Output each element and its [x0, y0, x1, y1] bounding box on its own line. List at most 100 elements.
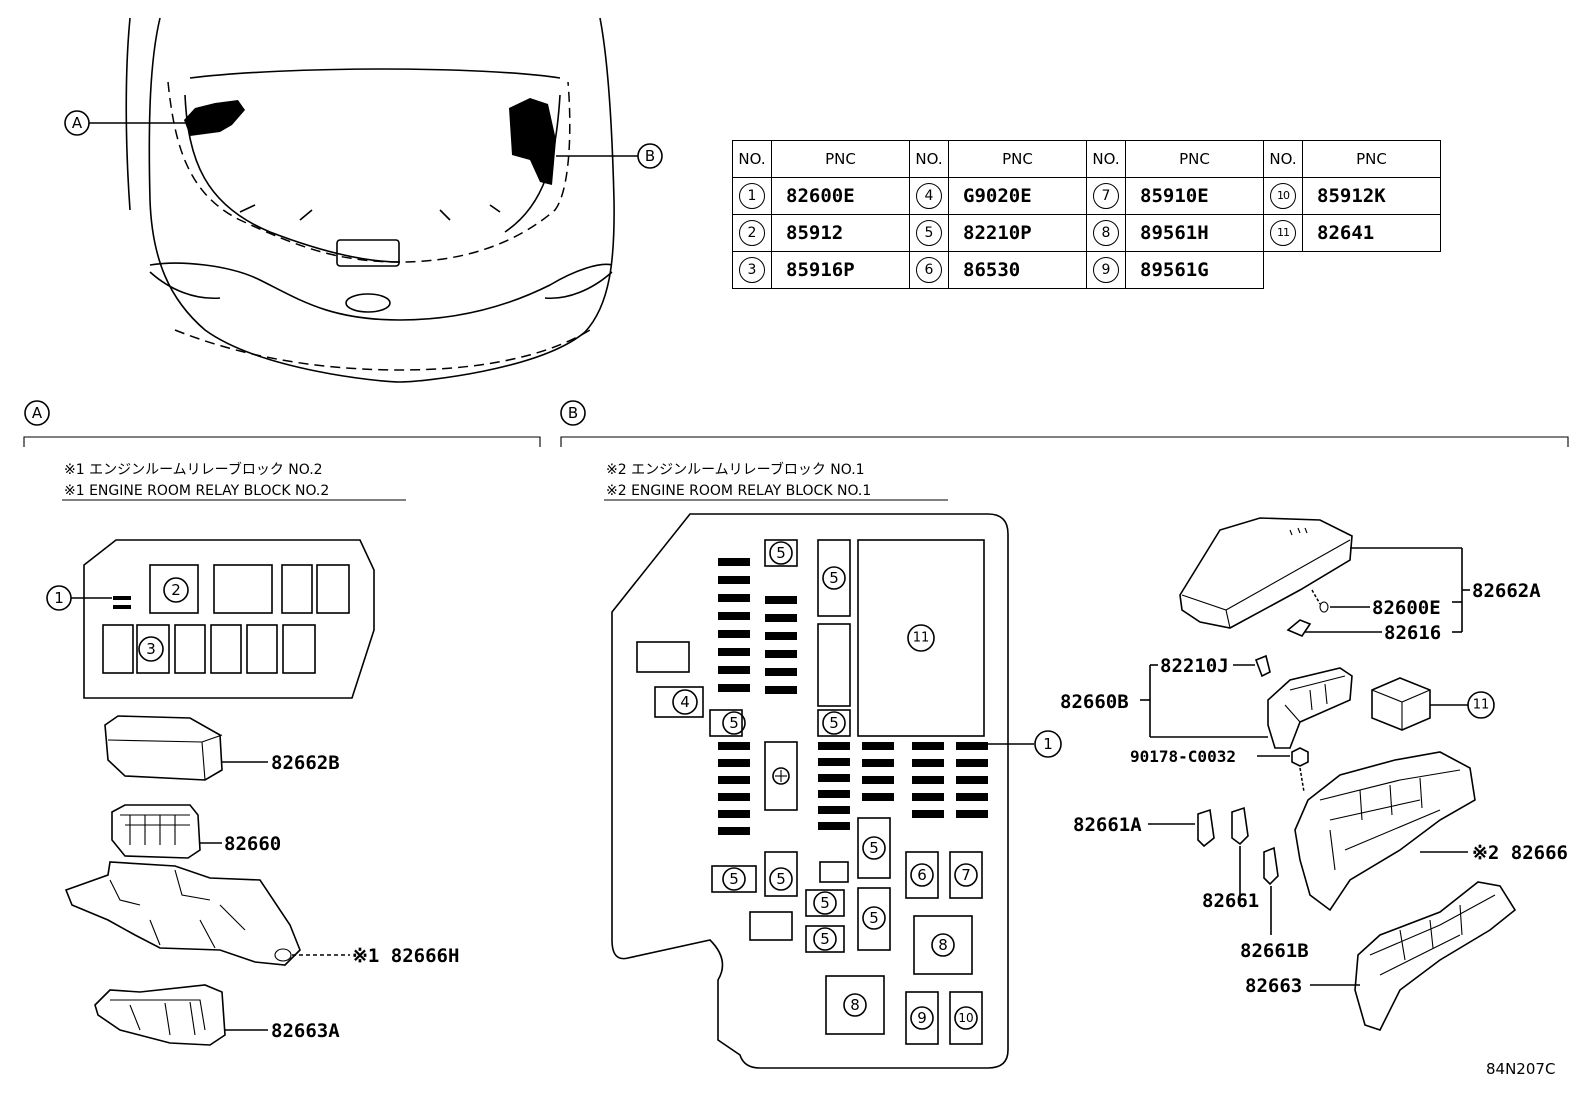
fuse-slot: [818, 806, 850, 814]
svg-text:5: 5: [729, 870, 739, 888]
svg-text:1: 1: [1043, 735, 1053, 753]
fuse-slot: [718, 648, 750, 656]
item-number: 1: [739, 183, 765, 209]
svg-text:11: 11: [1473, 698, 1490, 713]
part-82666: ※2 82666: [1294, 751, 1568, 912]
part-82661B: 82661B: [1240, 846, 1309, 962]
fuse-slot: [718, 810, 750, 818]
header-pnc: PNC: [1125, 140, 1264, 178]
fuse-slot: [956, 742, 988, 750]
table-row: 1 82600E 4 G9020E 7 85910E 10 85912K: [732, 177, 1441, 215]
part-82661A: 82661A: [1073, 808, 1215, 848]
fuse-slots-right: [912, 742, 988, 818]
fuse-slot: [956, 776, 988, 784]
item-number: 9: [1093, 257, 1119, 283]
part-82662A: 82662A 82600E 82616: [1179, 517, 1541, 644]
fuse-slot: [818, 758, 850, 766]
pnc-table-header: NO. PNC NO. PNC NO. PNC NO. PNC: [732, 140, 1441, 178]
pnc-value: 85912K: [1302, 177, 1441, 215]
svg-text:82662B: 82662B: [271, 752, 340, 774]
svg-text:5: 5: [820, 894, 830, 912]
part-82663: 82663: [1245, 881, 1517, 1031]
pnc-value: 85916P: [771, 251, 910, 289]
fuse-slot: [718, 594, 750, 602]
svg-text:5: 5: [820, 930, 830, 948]
item-number: 4: [916, 183, 942, 209]
part-82666H: ※1 82666H: [64, 861, 459, 967]
fuse-slot: [718, 759, 750, 767]
svg-text:6: 6: [917, 866, 927, 884]
fuse-slot: [912, 742, 944, 750]
item-number: 10: [1270, 183, 1296, 209]
svg-text:90178-C0032: 90178-C0032: [1130, 747, 1236, 766]
svg-text:82660: 82660: [224, 833, 281, 855]
fuse-slots-left: [718, 558, 797, 835]
svg-text:5: 5: [776, 544, 786, 562]
item-number: 6: [916, 257, 942, 283]
fuse-slot: [765, 686, 797, 694]
part-90178-C0032: 90178-C0032: [1130, 747, 1309, 793]
fuse-slot: [718, 666, 750, 674]
part-82663A: 82663A: [94, 984, 340, 1046]
section-a-letter: A: [32, 404, 43, 422]
fuse-slot: [862, 793, 894, 801]
svg-text:82660B: 82660B: [1060, 691, 1129, 713]
part-82660: 82660: [111, 804, 281, 859]
header-pnc: PNC: [771, 140, 910, 178]
svg-text:1: 1: [54, 589, 64, 607]
pnc-value: 89561H: [1125, 214, 1264, 252]
fuse-slot: [818, 774, 850, 782]
svg-text:※1 82666H: ※1 82666H: [352, 945, 459, 967]
section-b-letter: B: [568, 404, 578, 422]
svg-text:3: 3: [146, 640, 156, 658]
section-b-title-en: ※2 ENGINE ROOM RELAY BLOCK NO.1: [606, 483, 871, 499]
fuse-slot: [765, 668, 797, 676]
part-82641-relay: 11: [1371, 677, 1495, 731]
part-82660B: 82210J 82660B: [1060, 654, 1353, 749]
svg-text:※2 82666: ※2 82666: [1472, 842, 1568, 864]
svg-text:82616: 82616: [1384, 622, 1441, 644]
svg-text:5: 5: [869, 909, 879, 927]
pnc-table: NO. PNC NO. PNC NO. PNC NO. PNC 1 82600E…: [732, 140, 1441, 289]
fuse-slot: [765, 614, 797, 622]
fuse-slots-middle: [818, 742, 894, 830]
svg-text:82210J: 82210J: [1160, 655, 1229, 677]
fuse-slot: [718, 793, 750, 801]
header-no: NO.: [732, 140, 772, 178]
fuse-slot: [818, 822, 850, 830]
svg-text:8: 8: [850, 996, 860, 1014]
svg-text:7: 7: [961, 866, 971, 884]
svg-text:5: 5: [829, 569, 839, 587]
svg-text:5: 5: [829, 714, 839, 732]
item-number: 7: [1093, 183, 1119, 209]
table-row: 3 85916P 6 86530 9 89561G: [732, 251, 1441, 289]
svg-text:5: 5: [869, 839, 879, 857]
pnc-value: G9020E: [948, 177, 1087, 215]
header-pnc: PNC: [1302, 140, 1441, 178]
relay-block-no2: 1 2 3: [46, 539, 375, 699]
pnc-value: 86530: [948, 251, 1087, 289]
relay-block-no1: 11 4 5 5 5 5 5 5 5 5: [611, 513, 1062, 1069]
fuse-slot: [718, 776, 750, 784]
part-82661: 82661: [1202, 806, 1259, 912]
svg-text:5: 5: [776, 870, 786, 888]
section-a-title-en: ※1 ENGINE ROOM RELAY BLOCK NO.2: [64, 483, 329, 499]
fuse-slot: [862, 776, 894, 784]
fuse-slot: [912, 793, 944, 801]
svg-text:11: 11: [913, 631, 930, 646]
fuse-slot: [718, 742, 750, 750]
fuse-slot: [718, 576, 750, 584]
svg-text:82663: 82663: [1245, 975, 1302, 997]
item-number: 8: [1093, 220, 1119, 246]
svg-text:A: A: [72, 114, 83, 132]
item-number: 11: [1270, 220, 1296, 246]
fuse-slot: [718, 827, 750, 835]
svg-text:82661: 82661: [1202, 890, 1259, 912]
fuse-slot: [818, 790, 850, 798]
svg-text:10: 10: [958, 1011, 973, 1025]
fuse-slot: [956, 759, 988, 767]
svg-text:5: 5: [729, 714, 739, 732]
svg-text:9: 9: [917, 1009, 927, 1027]
fuse-slot: [862, 742, 894, 750]
